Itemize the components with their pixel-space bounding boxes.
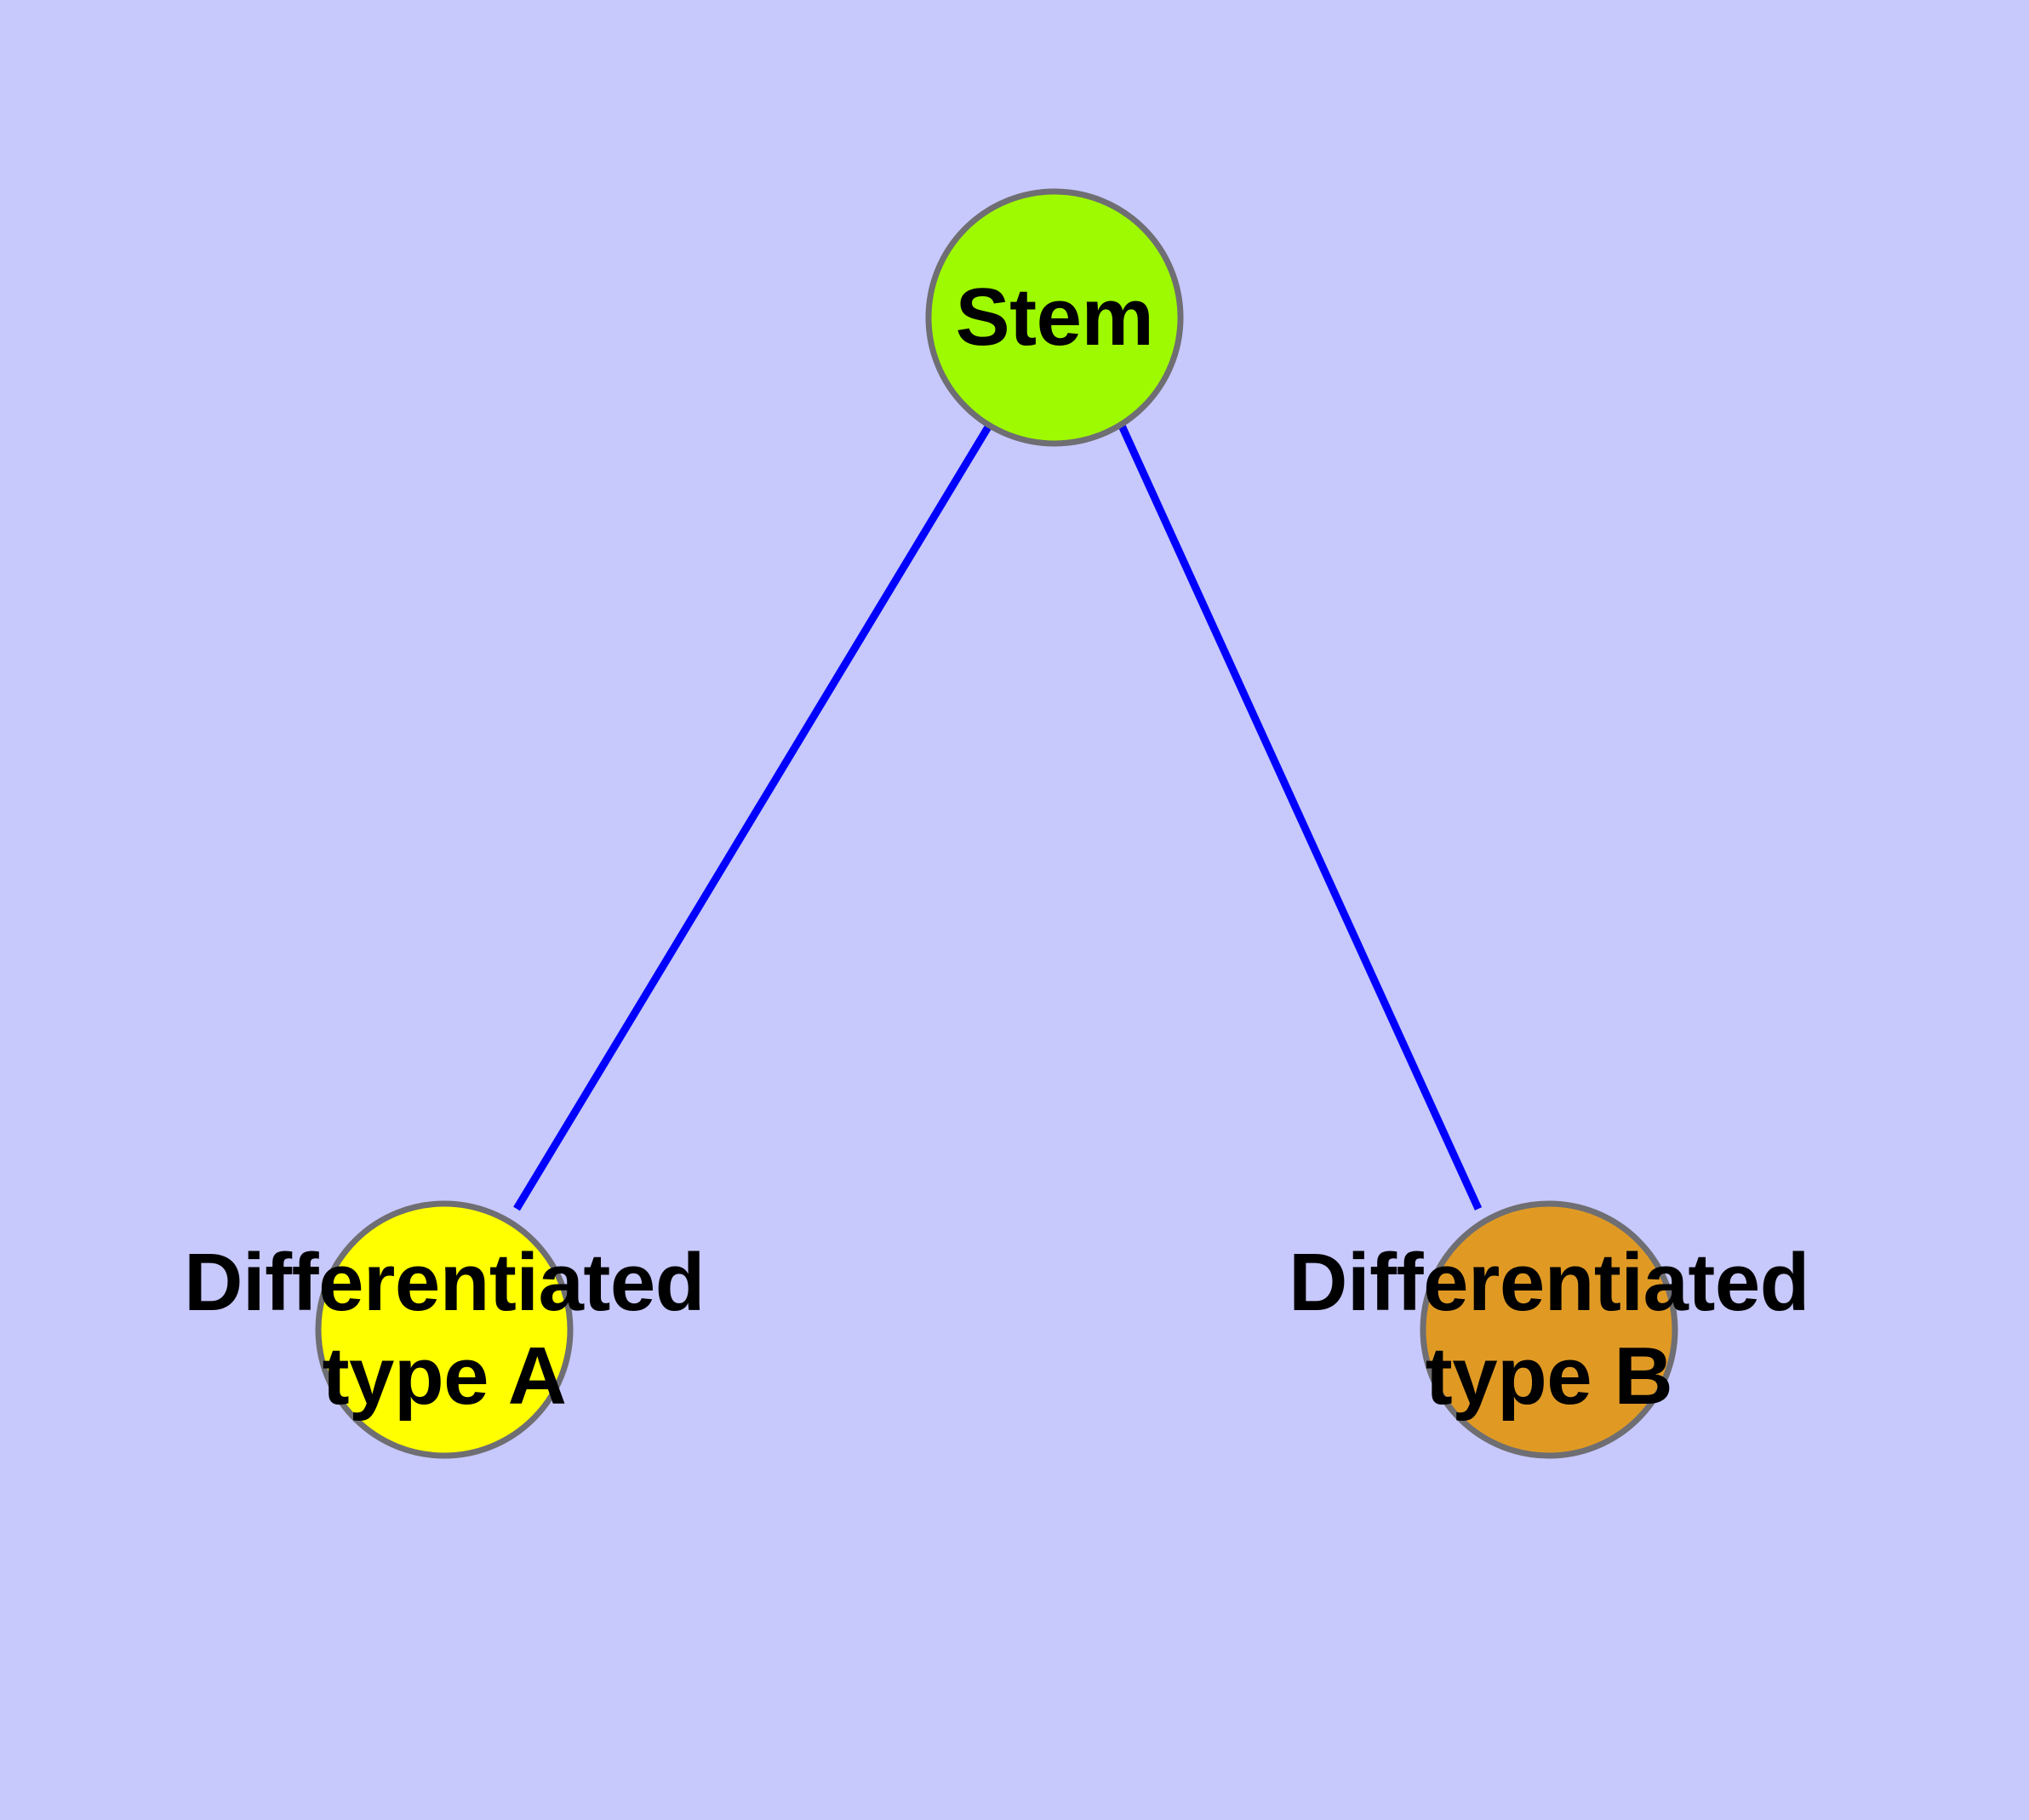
- graph-node-diff_b[interactable]: [1420, 1200, 1678, 1459]
- nodes-layer: [315, 188, 1678, 1459]
- graph-edge-stem-to-diff-a: [513, 423, 992, 1211]
- graph-edge-stem-to-diff-b: [1117, 424, 1483, 1210]
- graph-node-diff_a[interactable]: [315, 1200, 574, 1459]
- edges-layer: [513, 423, 1483, 1211]
- graph-node-stem[interactable]: [925, 188, 1184, 447]
